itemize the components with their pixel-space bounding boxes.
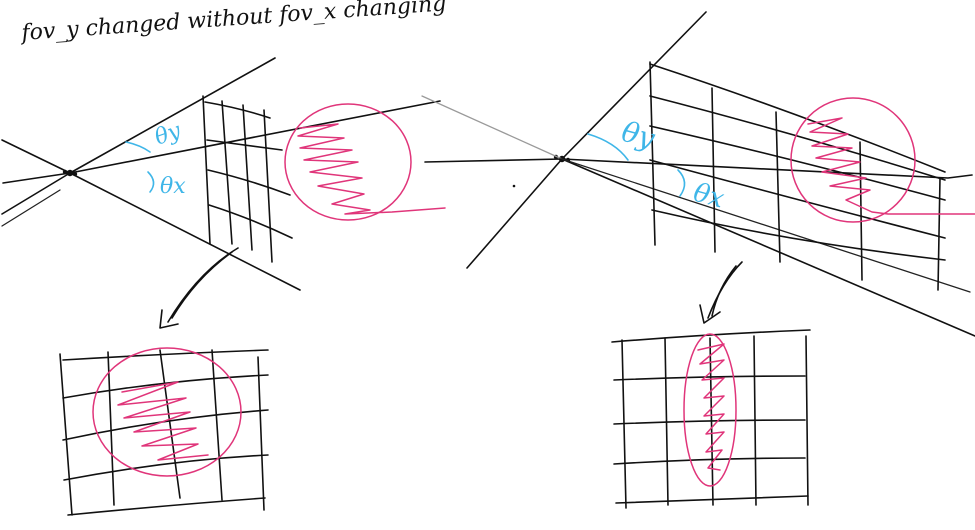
left-ray-bottom [69, 172, 301, 291]
right-sphere [790, 97, 975, 223]
left-result-circle [92, 347, 242, 477]
right-image-plane-grid [649, 61, 946, 291]
right-ray-faint [421, 95, 563, 160]
right-ray-top [466, 11, 707, 269]
left-image-plane-grid [202, 95, 293, 263]
left-angle-theta-x: θx [147, 171, 186, 199]
right-ray-bottom [561, 158, 975, 337]
right-ray-upper [561, 158, 971, 293]
right-angle-theta-x: θx [677, 169, 728, 215]
left-angle-theta-y: θy [125, 118, 185, 153]
left-ray-back [1, 139, 71, 174]
left-theta-x-label: θx [160, 174, 186, 199]
caption: fov_y changed without fov_x changing [19, 0, 447, 46]
left-frustum: θy θx [1, 57, 446, 291]
left-result-grid [59, 349, 269, 516]
right-down-arrow [699, 261, 743, 324]
right-theta-x-label: θx [690, 178, 727, 215]
right-ray-center [424, 158, 973, 179]
left-ray-lower [1, 189, 61, 227]
left-image-result [59, 347, 269, 516]
right-image-result [611, 329, 811, 509]
right-result-ellipse [683, 333, 737, 487]
right-theta-y-label: θy [618, 115, 659, 156]
left-ray-top [1, 57, 276, 215]
left-down-arrow [159, 247, 239, 329]
right-dot [512, 184, 516, 188]
left-ray-center [2, 100, 441, 184]
left-theta-y-label: θy [152, 118, 185, 150]
right-result-grid [611, 329, 811, 509]
right-frustum: θy θx [421, 11, 975, 337]
left-sphere [284, 103, 446, 221]
